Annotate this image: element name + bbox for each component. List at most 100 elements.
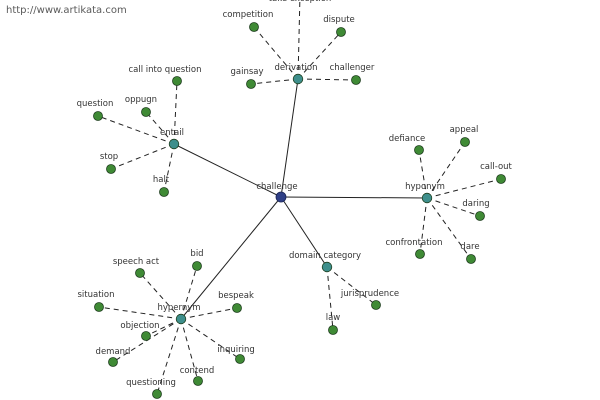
hub-label-hypernym[interactable]: hypernym xyxy=(157,303,200,313)
leaf-node-demand[interactable] xyxy=(108,357,118,367)
edge-hypernym-inquiring xyxy=(180,318,241,360)
hub-label-entail[interactable]: entail xyxy=(160,128,184,138)
hub-label-hyponym[interactable]: hyponym xyxy=(405,182,445,192)
leaf-node-competition[interactable] xyxy=(249,22,259,32)
edge-center-domain-category xyxy=(280,196,328,268)
leaf-label-call-out[interactable]: call-out xyxy=(480,162,512,172)
leaf-node-bespeak[interactable] xyxy=(232,303,242,313)
leaf-label-question[interactable]: question xyxy=(77,99,114,109)
hub-label-domain-category[interactable]: domain category xyxy=(289,251,361,261)
hub-node-entail[interactable] xyxy=(168,138,180,150)
leaf-label-dispute[interactable]: dispute xyxy=(323,15,355,25)
edge-entail-oppugn xyxy=(145,111,175,145)
edge-domain-category-law xyxy=(326,266,334,331)
edge-center-derivation xyxy=(280,78,299,198)
edge-entail-stop xyxy=(110,143,175,170)
leaf-node-inquiring[interactable] xyxy=(235,354,245,364)
leaf-label-questioning[interactable]: questioning xyxy=(126,378,176,388)
edge-entail-halt xyxy=(163,143,175,193)
edge-center-hypernym xyxy=(180,196,282,320)
hub-node-hyponym[interactable] xyxy=(421,192,433,204)
edge-hypernym-bid xyxy=(180,265,198,320)
edge-derivation-challenger xyxy=(297,78,357,81)
edge-center-entail xyxy=(173,143,282,198)
leaf-label-daring[interactable]: daring xyxy=(462,199,489,209)
leaf-label-law[interactable]: law xyxy=(326,313,341,323)
leaf-node-questioning[interactable] xyxy=(152,389,162,399)
leaf-label-challenger[interactable]: challenger xyxy=(330,63,375,73)
edge-hyponym-dare xyxy=(426,197,472,260)
leaf-node-stop[interactable] xyxy=(106,164,116,174)
edge-hypernym-speech-act xyxy=(139,272,182,320)
leaf-label-call-into-question[interactable]: call into question xyxy=(128,65,201,75)
leaf-node-jurisprudence[interactable] xyxy=(371,300,381,310)
leaf-label-bespeak[interactable]: bespeak xyxy=(218,291,254,301)
hub-node-domain-category[interactable] xyxy=(321,261,333,273)
edge-hypernym-contend xyxy=(180,318,199,382)
leaf-label-defiance[interactable]: defiance xyxy=(389,134,425,144)
edge-hypernym-questioning xyxy=(156,318,182,395)
leaf-node-defiance[interactable] xyxy=(414,145,424,155)
leaf-node-contend[interactable] xyxy=(193,376,203,386)
edge-hypernym-bespeak xyxy=(180,307,238,320)
leaf-node-objection[interactable] xyxy=(141,331,151,341)
leaf-label-confrontation[interactable]: confrontation xyxy=(386,238,443,248)
leaf-label-stop[interactable]: stop xyxy=(100,152,118,162)
leaf-node-appeal[interactable] xyxy=(460,137,470,147)
leaf-node-daring[interactable] xyxy=(475,211,485,221)
leaf-node-speech-act[interactable] xyxy=(135,268,145,278)
leaf-node-bid[interactable] xyxy=(192,261,202,271)
leaf-label-contend[interactable]: contend xyxy=(180,366,215,376)
leaf-label-appeal[interactable]: appeal xyxy=(450,125,479,135)
leaf-node-confrontation[interactable] xyxy=(415,249,425,259)
hub-node-hypernym[interactable] xyxy=(175,313,187,325)
hub-label-derivation[interactable]: derivation xyxy=(274,63,317,73)
leaf-node-question[interactable] xyxy=(93,111,103,121)
edge-center-hyponym xyxy=(280,196,428,199)
leaf-label-objection[interactable]: objection xyxy=(120,321,159,331)
leaf-node-call-into-question[interactable] xyxy=(172,76,182,86)
leaf-label-halt[interactable]: halt xyxy=(153,175,170,185)
leaf-label-jurisprudence[interactable]: jurisprudence xyxy=(340,289,399,299)
leaf-label-bid[interactable]: bid xyxy=(190,249,203,259)
nodes xyxy=(93,22,506,399)
leaf-label-oppugn[interactable]: oppugn xyxy=(125,95,157,105)
leaf-label-gainsay[interactable]: gainsay xyxy=(230,67,263,77)
labels: competition dispute gainsay challenger take … xyxy=(77,0,513,388)
edge-hypernym-situation xyxy=(98,306,182,320)
leaf-label-inquiring[interactable]: inquiring xyxy=(217,345,255,355)
edge-hyponym-confrontation xyxy=(419,197,428,255)
edge-entail-call-into-question xyxy=(173,80,178,145)
edge-hypernym-objection xyxy=(145,318,182,337)
edges xyxy=(97,0,502,395)
leaf-node-dispute[interactable] xyxy=(336,27,346,37)
leaf-label-take-exception[interactable]: take exception xyxy=(269,0,332,4)
leaf-node-oppugn[interactable] xyxy=(141,107,151,117)
leaf-node-law[interactable] xyxy=(328,325,338,335)
edge-hyponym-defiance xyxy=(418,149,428,199)
edge-derivation-gainsay xyxy=(250,78,299,85)
leaf-label-speech-act[interactable]: speech act xyxy=(113,257,160,267)
leaf-node-situation[interactable] xyxy=(94,302,104,312)
leaf-label-dare[interactable]: dare xyxy=(460,242,479,252)
leaf-node-halt[interactable] xyxy=(159,187,169,197)
center-label[interactable]: challenge xyxy=(256,182,297,192)
edge-domain-category-jurisprudence xyxy=(326,266,377,306)
leaf-node-call-out[interactable] xyxy=(496,174,506,184)
leaf-label-situation[interactable]: situation xyxy=(77,290,114,300)
leaf-node-gainsay[interactable] xyxy=(246,79,256,89)
edge-hyponym-appeal xyxy=(426,141,466,199)
edge-derivation-dispute xyxy=(297,31,342,80)
hub-node-derivation[interactable] xyxy=(292,73,304,85)
watermark-url: http://www.artikata.com xyxy=(6,5,127,16)
leaf-label-demand[interactable]: demand xyxy=(96,347,131,357)
leaf-node-dare[interactable] xyxy=(466,254,476,264)
edge-entail-question xyxy=(97,115,175,145)
edge-derivation-competition xyxy=(253,26,299,80)
edge-hyponym-call-out xyxy=(426,178,502,199)
leaf-label-competition[interactable]: competition xyxy=(223,10,274,20)
center-node-challenge[interactable] xyxy=(275,191,287,203)
leaf-node-challenger[interactable] xyxy=(351,75,361,85)
edge-hyponym-daring xyxy=(426,197,481,217)
